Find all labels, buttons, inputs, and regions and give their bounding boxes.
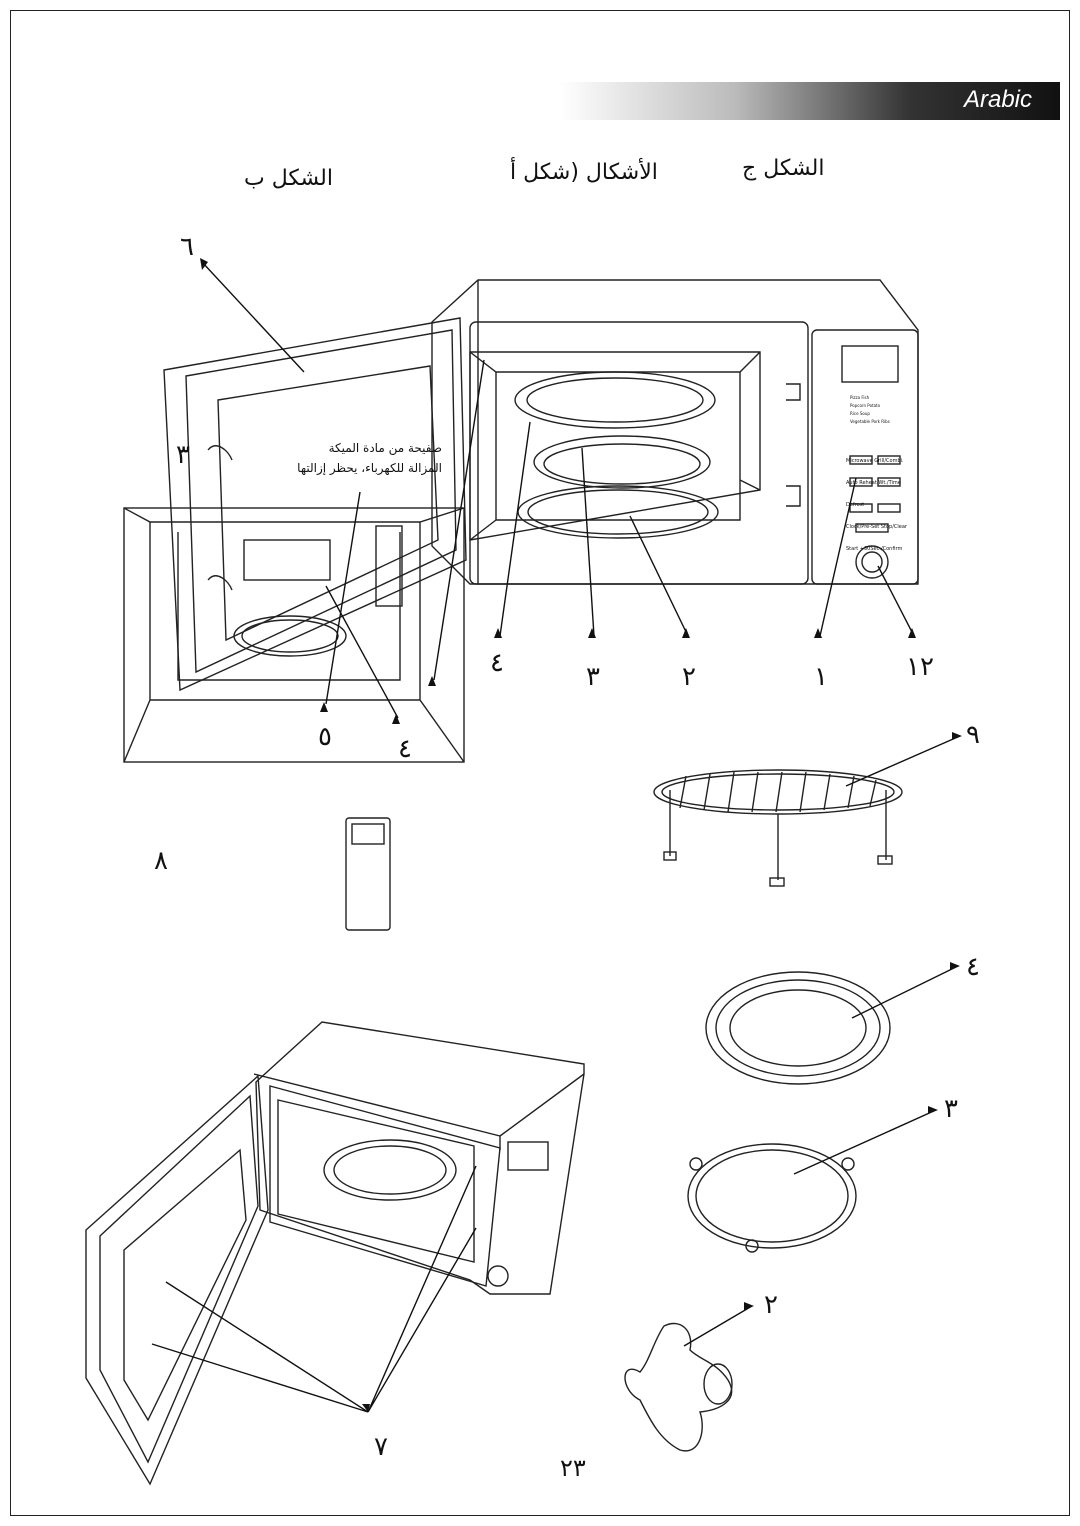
panel-label-clock: Clock/Pre-Set bbox=[846, 524, 880, 530]
callout-3-left: ٣ bbox=[176, 440, 190, 470]
mica-note-line2: المزالة للكهرباء، يحظر إزالتها bbox=[297, 461, 442, 475]
lower-microwave-illustration bbox=[85, 1021, 585, 1486]
quick-label-fish: Fish bbox=[861, 395, 870, 400]
leader-lines bbox=[151, 261, 961, 1413]
callout-8: ٨ bbox=[154, 846, 168, 876]
panel-label-grill: Grill/Combi. bbox=[874, 458, 904, 464]
page-number: ٢٣ bbox=[560, 1454, 586, 1482]
callout-6: ٦ bbox=[180, 232, 194, 262]
panel-button-labels: Microwave Grill/Combi. Auto Reheat Wt./T… bbox=[846, 450, 910, 560]
callout-4-left: ٤ bbox=[398, 734, 412, 764]
main-microwave-illustration bbox=[431, 279, 919, 585]
roller-ring-illustration bbox=[687, 1143, 857, 1253]
panel-label-microwave: Microwave bbox=[846, 458, 873, 464]
figure-b-title: الشكل ب bbox=[244, 166, 333, 191]
remote-panel-illustration bbox=[345, 817, 391, 931]
mica-note-line1: صفيحة من مادة الميكة bbox=[328, 441, 442, 455]
mica-note: صفيحة من مادة الميكة المزالة للكهرباء، ي… bbox=[252, 438, 442, 478]
figure-b-interior bbox=[123, 507, 465, 763]
coupler-illustration bbox=[624, 1322, 733, 1452]
panel-label-defrost: Wt./Time Defrost bbox=[846, 480, 901, 508]
rack-illustration bbox=[653, 769, 903, 887]
callout-1-main: ١ bbox=[814, 662, 828, 692]
panel-quick-labels: Pizza Fish Popcorn Potato Rice Soup Vege… bbox=[850, 394, 904, 426]
callout-5: ٥ bbox=[318, 722, 332, 752]
callout-2-main: ٢ bbox=[682, 662, 696, 692]
panel-label-reheat: Auto Reheat bbox=[846, 480, 877, 486]
callout-3-ring: ٣ bbox=[944, 1094, 958, 1124]
open-door-illustration bbox=[163, 317, 467, 692]
callout-9: ٩ bbox=[966, 720, 980, 750]
callout-3-main: ٣ bbox=[586, 662, 600, 692]
quick-label-potato: Potato bbox=[867, 403, 881, 408]
figure-a-title: الأشكال (شكل أ bbox=[510, 160, 658, 185]
quick-label-popcorn: Popcorn bbox=[850, 403, 867, 408]
callout-12: ١٢ bbox=[906, 652, 934, 682]
quick-label-rice: Rice bbox=[850, 411, 859, 416]
language-banner: Arabic bbox=[560, 82, 1060, 120]
quick-label-pizza: Pizza bbox=[850, 395, 861, 400]
callout-4-main: ٤ bbox=[490, 648, 504, 678]
callout-2-coupler: ٢ bbox=[764, 1290, 778, 1320]
page-border bbox=[10, 10, 1070, 1516]
panel-label-start: Start +30Sec./Confirm bbox=[846, 546, 903, 552]
glass-plate-illustration bbox=[705, 971, 891, 1085]
language-label: Arabic bbox=[963, 86, 1032, 113]
quick-label-pork-ribs: Pork Ribs bbox=[871, 419, 890, 424]
callout-arrowheads bbox=[200, 258, 962, 1412]
callout-7: ٧ bbox=[374, 1432, 388, 1462]
callout-4-plate: ٤ bbox=[966, 952, 980, 982]
quick-label-vegetable: Vegetable bbox=[850, 419, 871, 424]
quick-label-soup: Soup bbox=[859, 411, 870, 416]
panel-label-stop: Stop/Clear bbox=[880, 524, 907, 530]
figure-c-title: الشكل ج bbox=[742, 156, 825, 181]
